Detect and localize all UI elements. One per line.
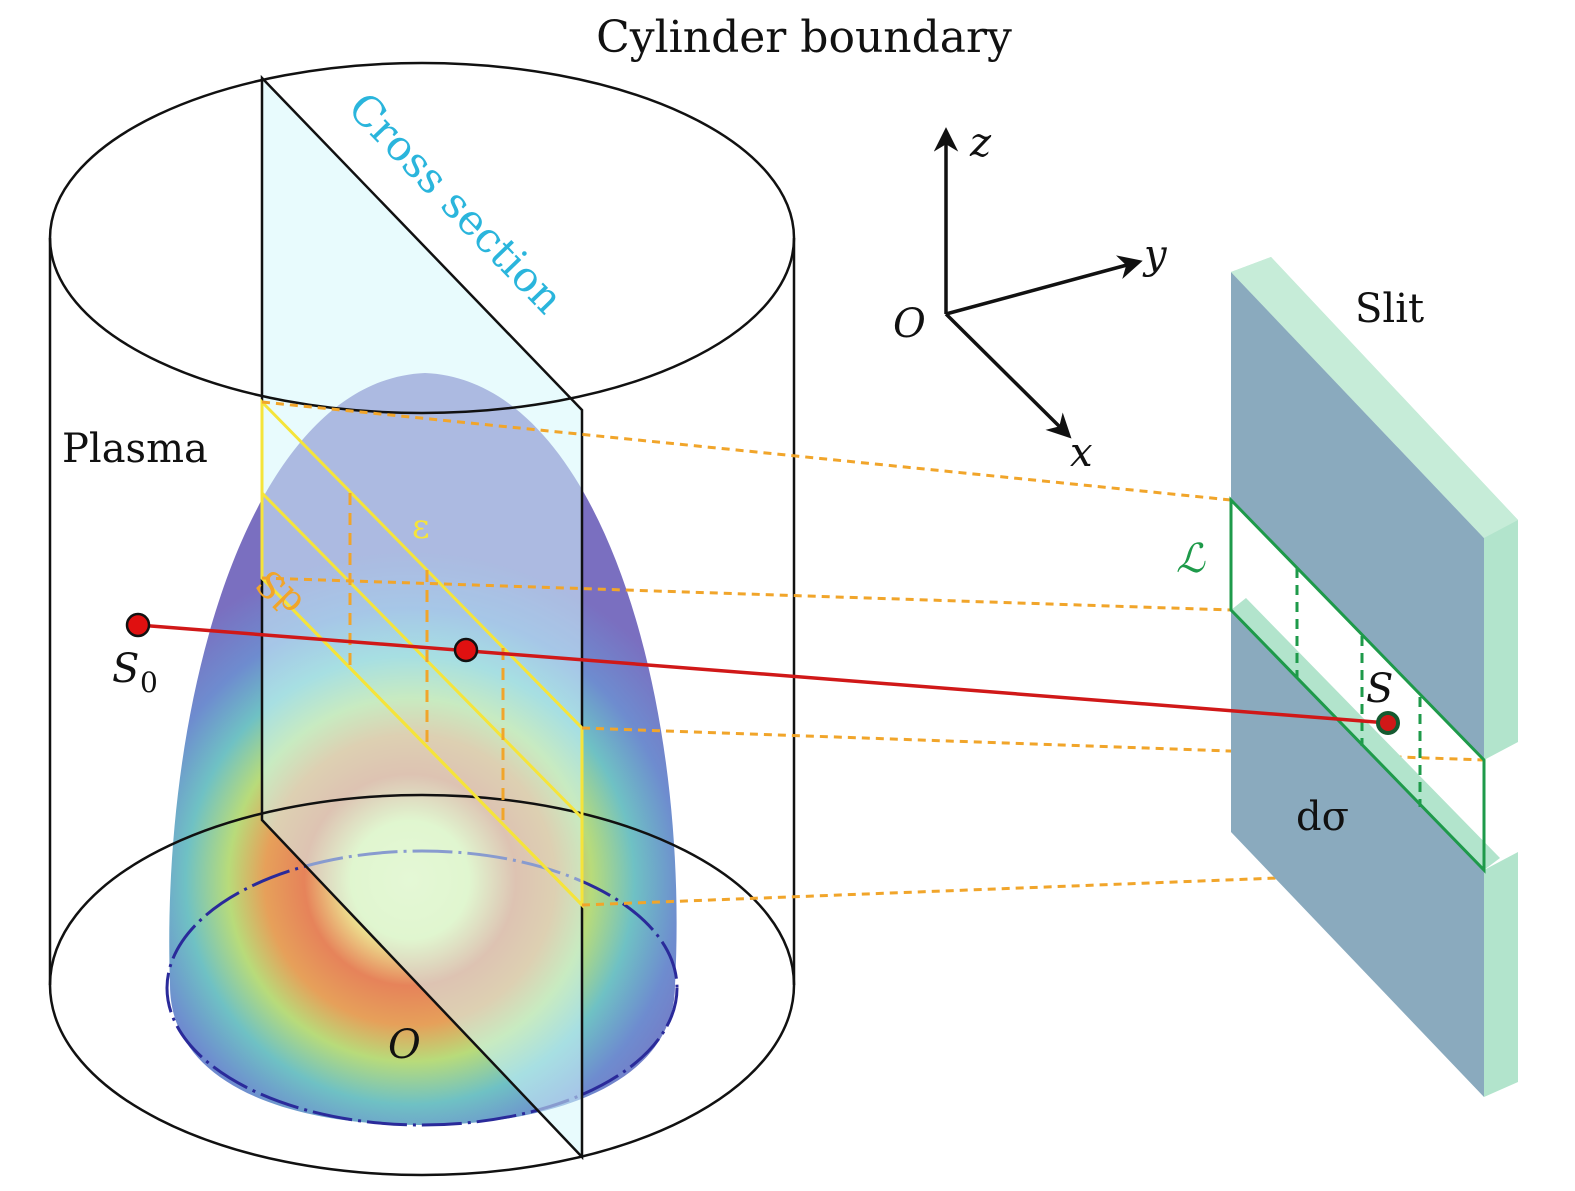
cylinder-bottom: [48, 793, 796, 1177]
script-l-label: ℒ: [1176, 536, 1206, 582]
axis-y-label: y: [1142, 232, 1168, 278]
axis-x-label: x: [1070, 430, 1093, 476]
ray-s0-to-s: [137, 623, 1389, 725]
epsilon-label: ε: [412, 507, 430, 547]
slit-upper-face: [1231, 272, 1484, 760]
plasma-label: Plasma: [62, 426, 208, 472]
d-sigma-label: dσ: [1296, 794, 1349, 840]
origin-base-label: O: [388, 1022, 421, 1068]
origin-axes-label: O: [893, 301, 926, 347]
slit-lower-face: [1231, 610, 1484, 1097]
slit-lower-side: [1484, 852, 1518, 1097]
slit-lower-top: [1231, 598, 1500, 870]
projection-dashes: [261, 400, 1485, 907]
yellow-ds-line: [260, 576, 584, 907]
s-label: S: [1366, 666, 1393, 712]
slit-upper-top: [1231, 257, 1518, 538]
y-axis-arrow: [945, 255, 1143, 316]
slit-window: [1229, 496, 1486, 874]
slit-window-dashes: [1295, 568, 1422, 807]
s0-subscript: 0: [140, 666, 158, 699]
coordinate-axes: [933, 127, 1143, 439]
point-s: [1376, 711, 1400, 735]
slit-label: Slit: [1355, 286, 1424, 332]
s0-label: S: [112, 646, 139, 692]
point-s0: [125, 612, 151, 638]
x-axis-arrow: [944, 312, 1072, 439]
cylinder-boundary-label: Cylinder boundary: [596, 12, 1012, 63]
yellow-epsilon-line: [260, 491, 584, 820]
axis-z-label: z: [969, 120, 992, 166]
point-sample: [453, 637, 479, 663]
